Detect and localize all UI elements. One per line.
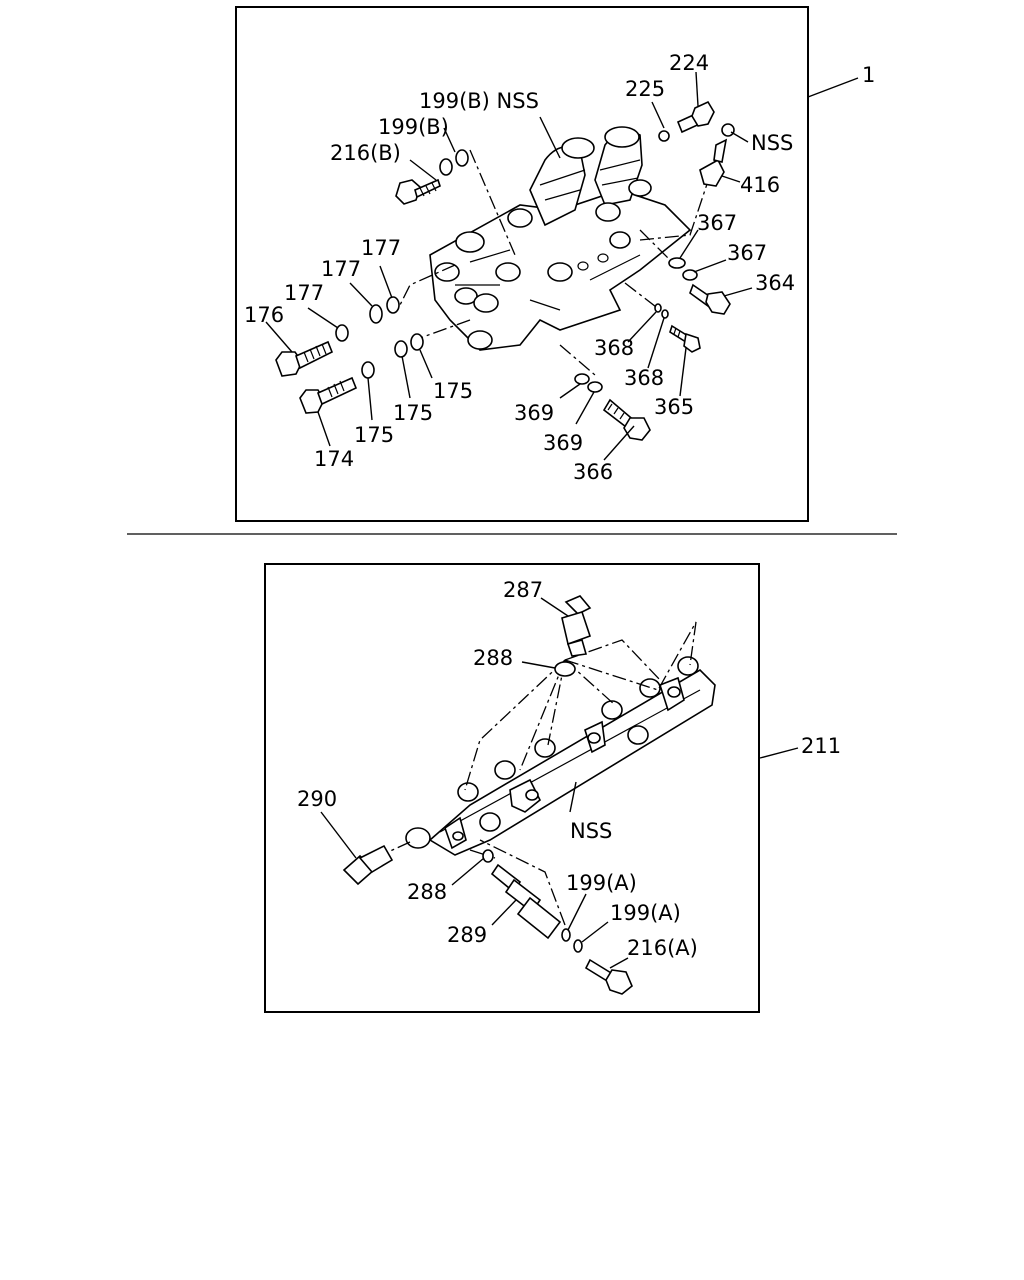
washer-175-2 (394, 340, 408, 358)
bolt-176 (275, 340, 334, 377)
label-199b-nss: 199(B) NSS (419, 89, 539, 113)
label-nss-top: NSS (751, 131, 793, 155)
sensor-416 (699, 123, 735, 187)
limiter-289 (490, 863, 562, 940)
washer-199b-1 (439, 158, 453, 176)
label-216a: 216(A) (627, 936, 698, 960)
washer-175-1 (410, 333, 424, 351)
washer-367-1 (668, 257, 686, 269)
washer-199a-1 (561, 928, 571, 942)
label-175-a: 175 (433, 379, 473, 403)
bolt-216b (395, 178, 441, 205)
label-199b: 199(B) (378, 115, 449, 139)
bolt-366 (602, 398, 651, 441)
washer-199b-2 (455, 149, 469, 167)
washer-368-1 (654, 303, 662, 313)
washer-367-2 (682, 269, 698, 281)
label-216b: 216(B) (330, 141, 401, 165)
label-225: 225 (625, 77, 665, 101)
bolt-365 (669, 324, 701, 353)
label-nss: NSS (570, 819, 612, 843)
washer-369-2 (587, 381, 603, 393)
bolt-174 (299, 376, 358, 414)
sensor-290 (342, 844, 394, 886)
label-366: 366 (573, 460, 613, 484)
bottom-panel-frame (264, 563, 760, 1013)
top-panel: 1 (235, 6, 875, 522)
washer-288-lower (482, 849, 494, 863)
label-224: 224 (669, 51, 709, 75)
valve-287 (561, 595, 592, 657)
washer-177-2 (369, 304, 383, 324)
label-177-c: 177 (284, 281, 324, 305)
label-177-b: 177 (321, 257, 361, 281)
label-174: 174 (314, 447, 354, 471)
washer-288-top (554, 661, 576, 677)
label-367-a: 367 (697, 211, 737, 235)
label-176: 176 (244, 303, 284, 327)
bolt-364 (689, 283, 731, 315)
label-369-a: 369 (514, 401, 554, 425)
callout-211: 211 (801, 734, 841, 758)
washer-225 (658, 130, 670, 142)
label-368-b: 368 (624, 366, 664, 390)
label-288-b: 288 (407, 880, 447, 904)
bolt-216a (584, 958, 633, 995)
label-368-a: 368 (594, 336, 634, 360)
common-rail (405, 656, 716, 856)
callout-1: 1 (862, 63, 875, 87)
washer-175-3 (361, 361, 375, 379)
label-199a-1: 199(A) (566, 871, 637, 895)
label-364: 364 (755, 271, 795, 295)
label-199a-2: 199(A) (610, 901, 681, 925)
washer-199a-2 (573, 939, 583, 953)
label-288-a: 288 (473, 646, 513, 670)
bolt-224 (676, 100, 715, 134)
washer-369-1 (574, 373, 590, 385)
label-416: 416 (740, 173, 780, 197)
label-175-b: 175 (393, 401, 433, 425)
top-panel-frame (235, 6, 809, 522)
label-289: 289 (447, 923, 487, 947)
label-367-b: 367 (727, 241, 767, 265)
pump-housing (429, 126, 692, 351)
label-175-c: 175 (354, 423, 394, 447)
label-177-a: 177 (361, 236, 401, 260)
label-369-b: 369 (543, 431, 583, 455)
label-365: 365 (654, 395, 694, 419)
label-290: 290 (297, 787, 337, 811)
washer-177-3 (335, 324, 349, 342)
washer-368-2 (661, 309, 669, 319)
label-287: 287 (503, 578, 543, 602)
bottom-panel: 211 (264, 563, 841, 1013)
washer-177-1 (386, 296, 400, 314)
